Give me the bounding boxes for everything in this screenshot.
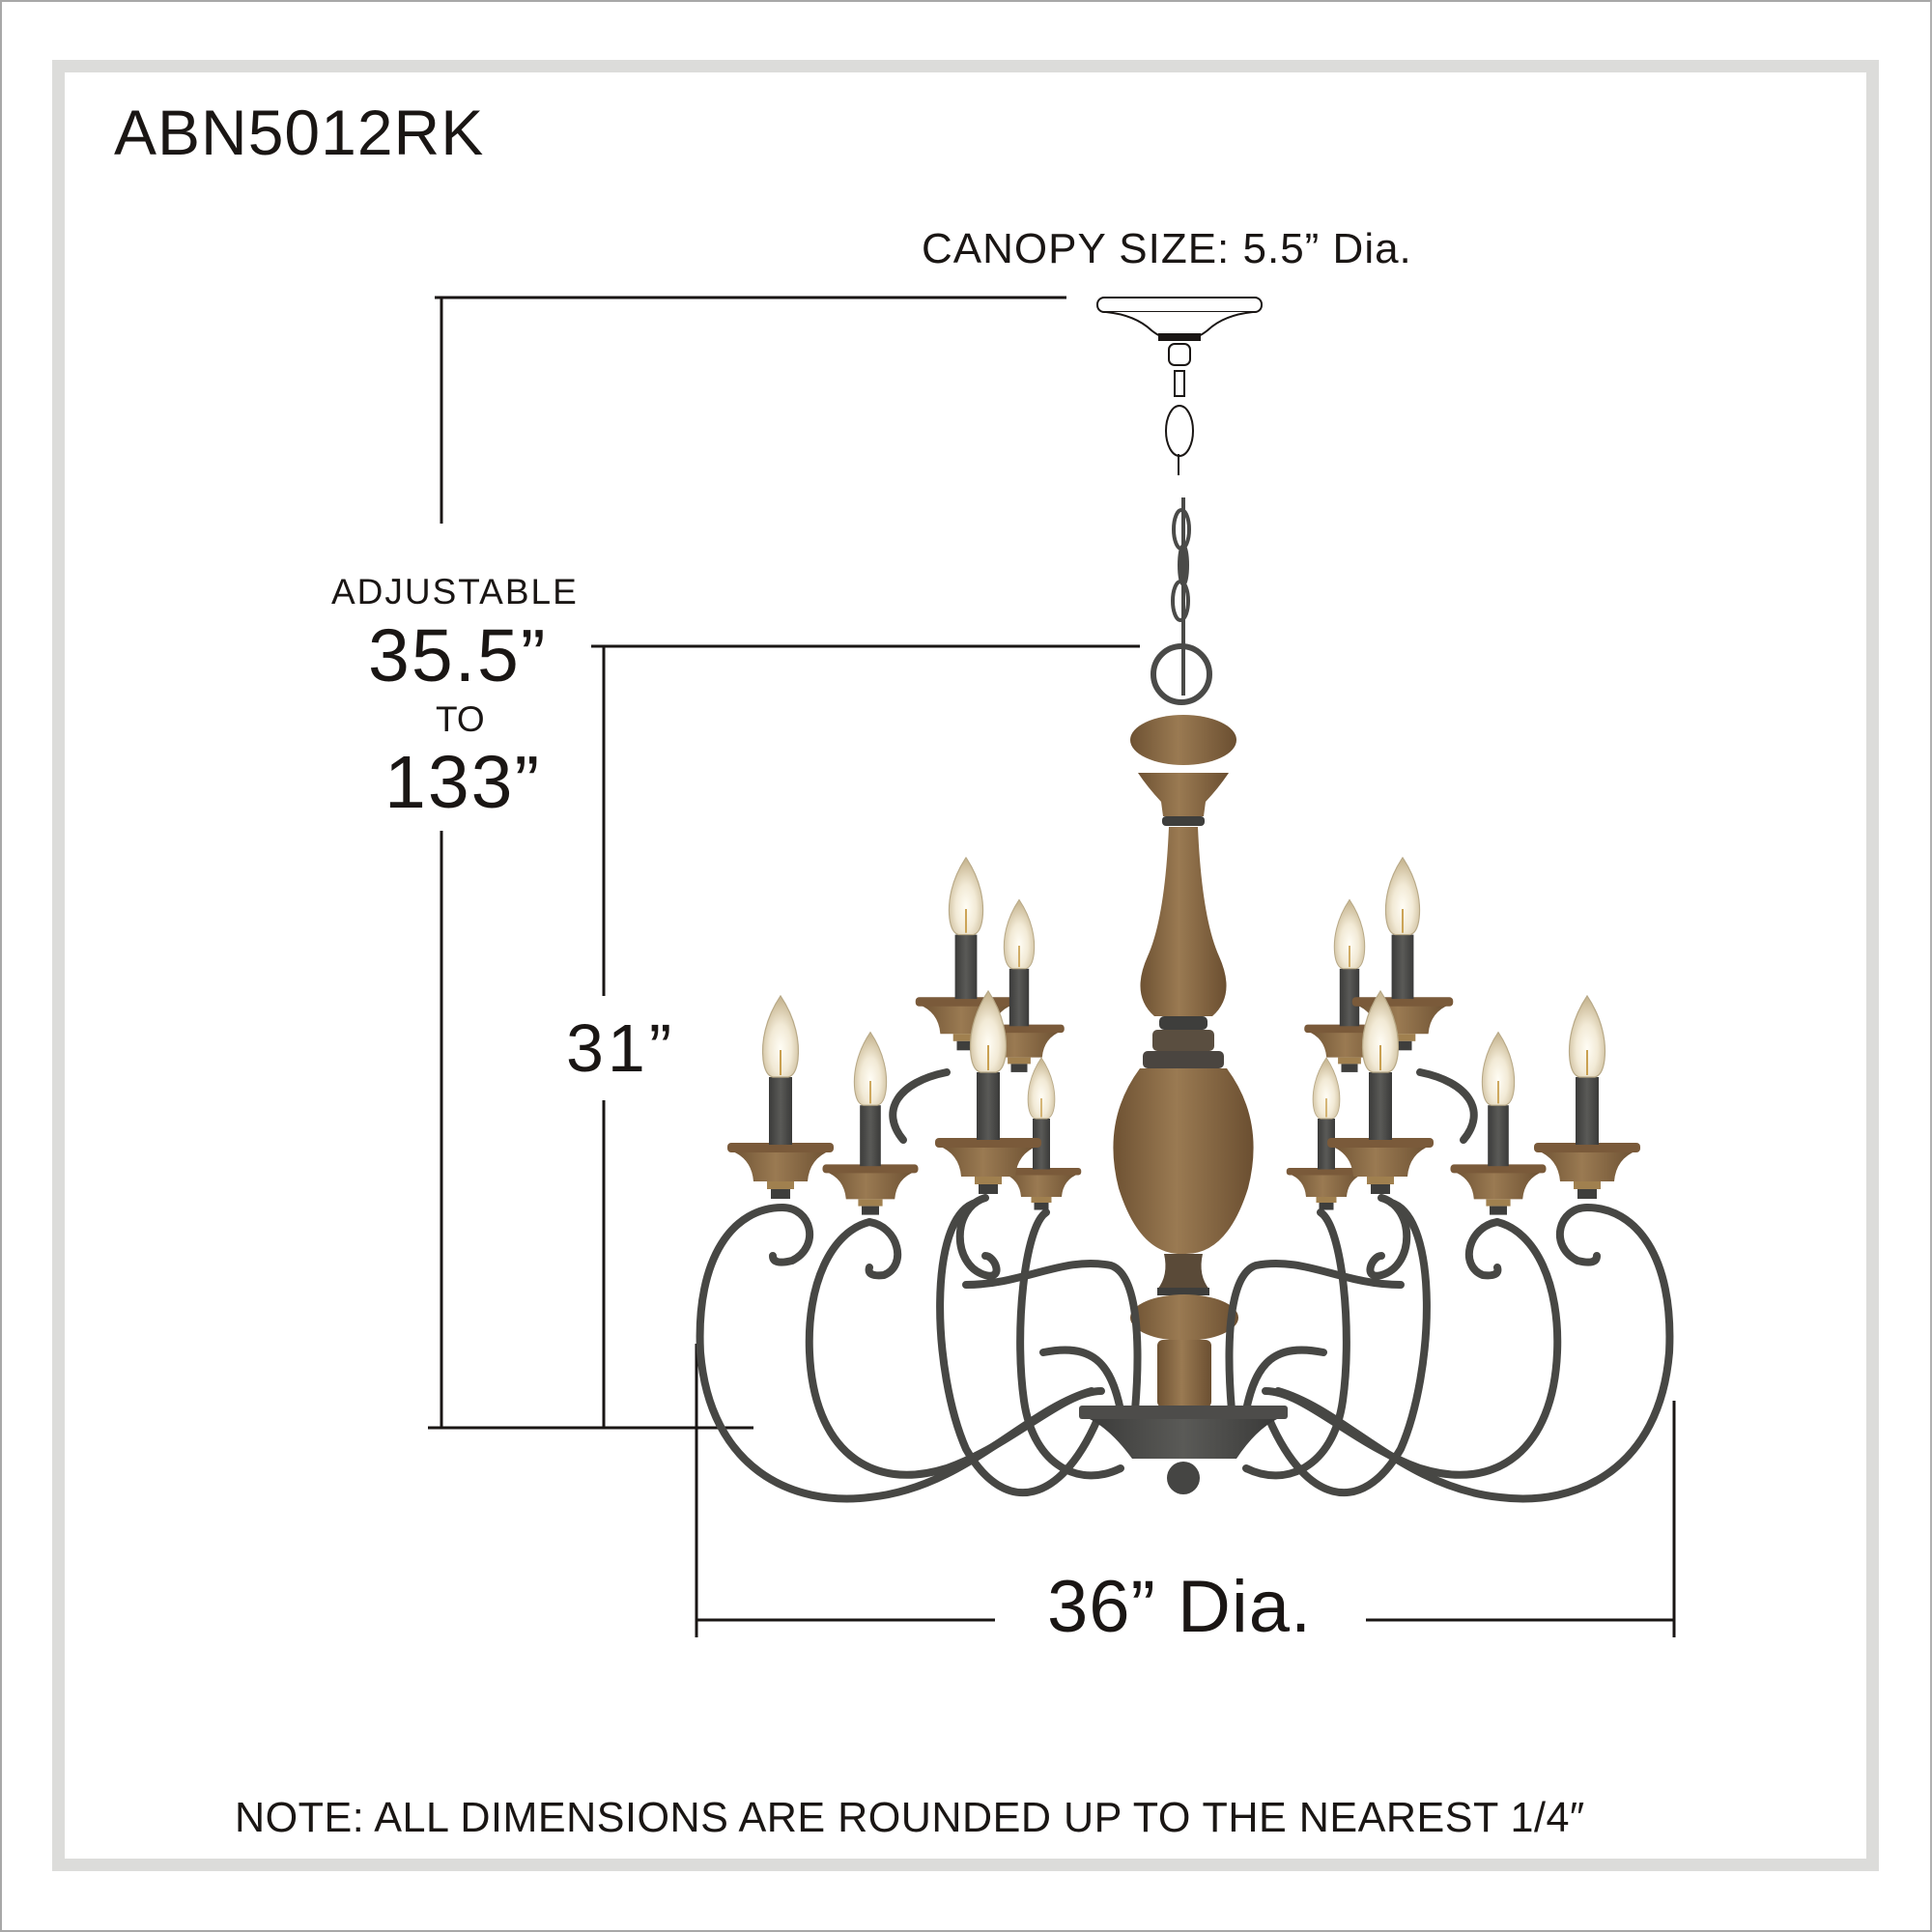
page-frame [52, 60, 1879, 1871]
iron-arms [696, 1068, 1674, 1503]
candle-inner-back-left [1001, 1057, 1082, 1211]
overall-height-max: 133” [384, 741, 542, 824]
canopy-size-label: CANOPY SIZE: 5.5” Dia. [922, 225, 1412, 272]
canopy-icon [1096, 297, 1263, 475]
finial-icon [1167, 1462, 1200, 1494]
diameter-value: 36” Dia. [1047, 1566, 1313, 1648]
bottom-bowl [1079, 1406, 1288, 1494]
body-height-value: 31” [566, 1010, 676, 1086]
candle-outer-right [1533, 995, 1641, 1200]
chain-icon [1151, 497, 1212, 705]
candle-inner-back-right [1286, 1057, 1367, 1211]
adjustable-label: ADJUSTABLE [331, 572, 579, 611]
rounding-note: NOTE: ALL DIMENSIONS ARE ROUNDED UP TO T… [235, 1794, 1585, 1841]
model-number: ABN5012RK [114, 97, 485, 168]
candle-outer-left [726, 995, 835, 1200]
candle-left-2 [821, 1031, 920, 1216]
overall-height-min: 35.5” [368, 614, 548, 697]
range-connector: TO [436, 699, 485, 739]
candle-right-2 [1449, 1031, 1548, 1216]
center-column [1113, 715, 1254, 1407]
dimension-lines [428, 296, 1676, 1637]
